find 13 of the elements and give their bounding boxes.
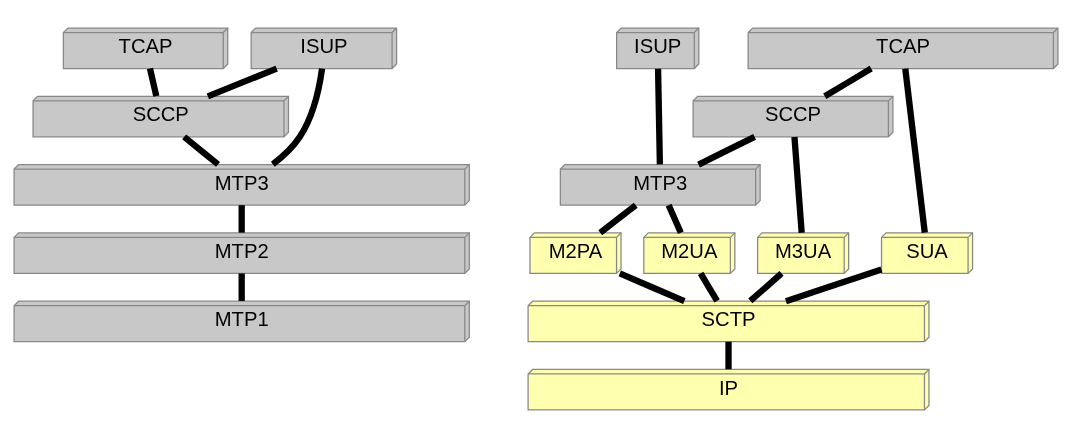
connector	[665, 203, 684, 234]
connector	[902, 68, 928, 234]
connector	[238, 205, 245, 233]
connector	[618, 270, 686, 305]
connector	[654, 68, 664, 165]
connector	[146, 67, 160, 97]
connector	[270, 68, 326, 167]
connector	[823, 65, 873, 100]
connector	[238, 273, 245, 301]
connector	[725, 341, 732, 370]
connector	[697, 134, 756, 168]
connector	[791, 136, 805, 233]
connector	[697, 271, 720, 303]
